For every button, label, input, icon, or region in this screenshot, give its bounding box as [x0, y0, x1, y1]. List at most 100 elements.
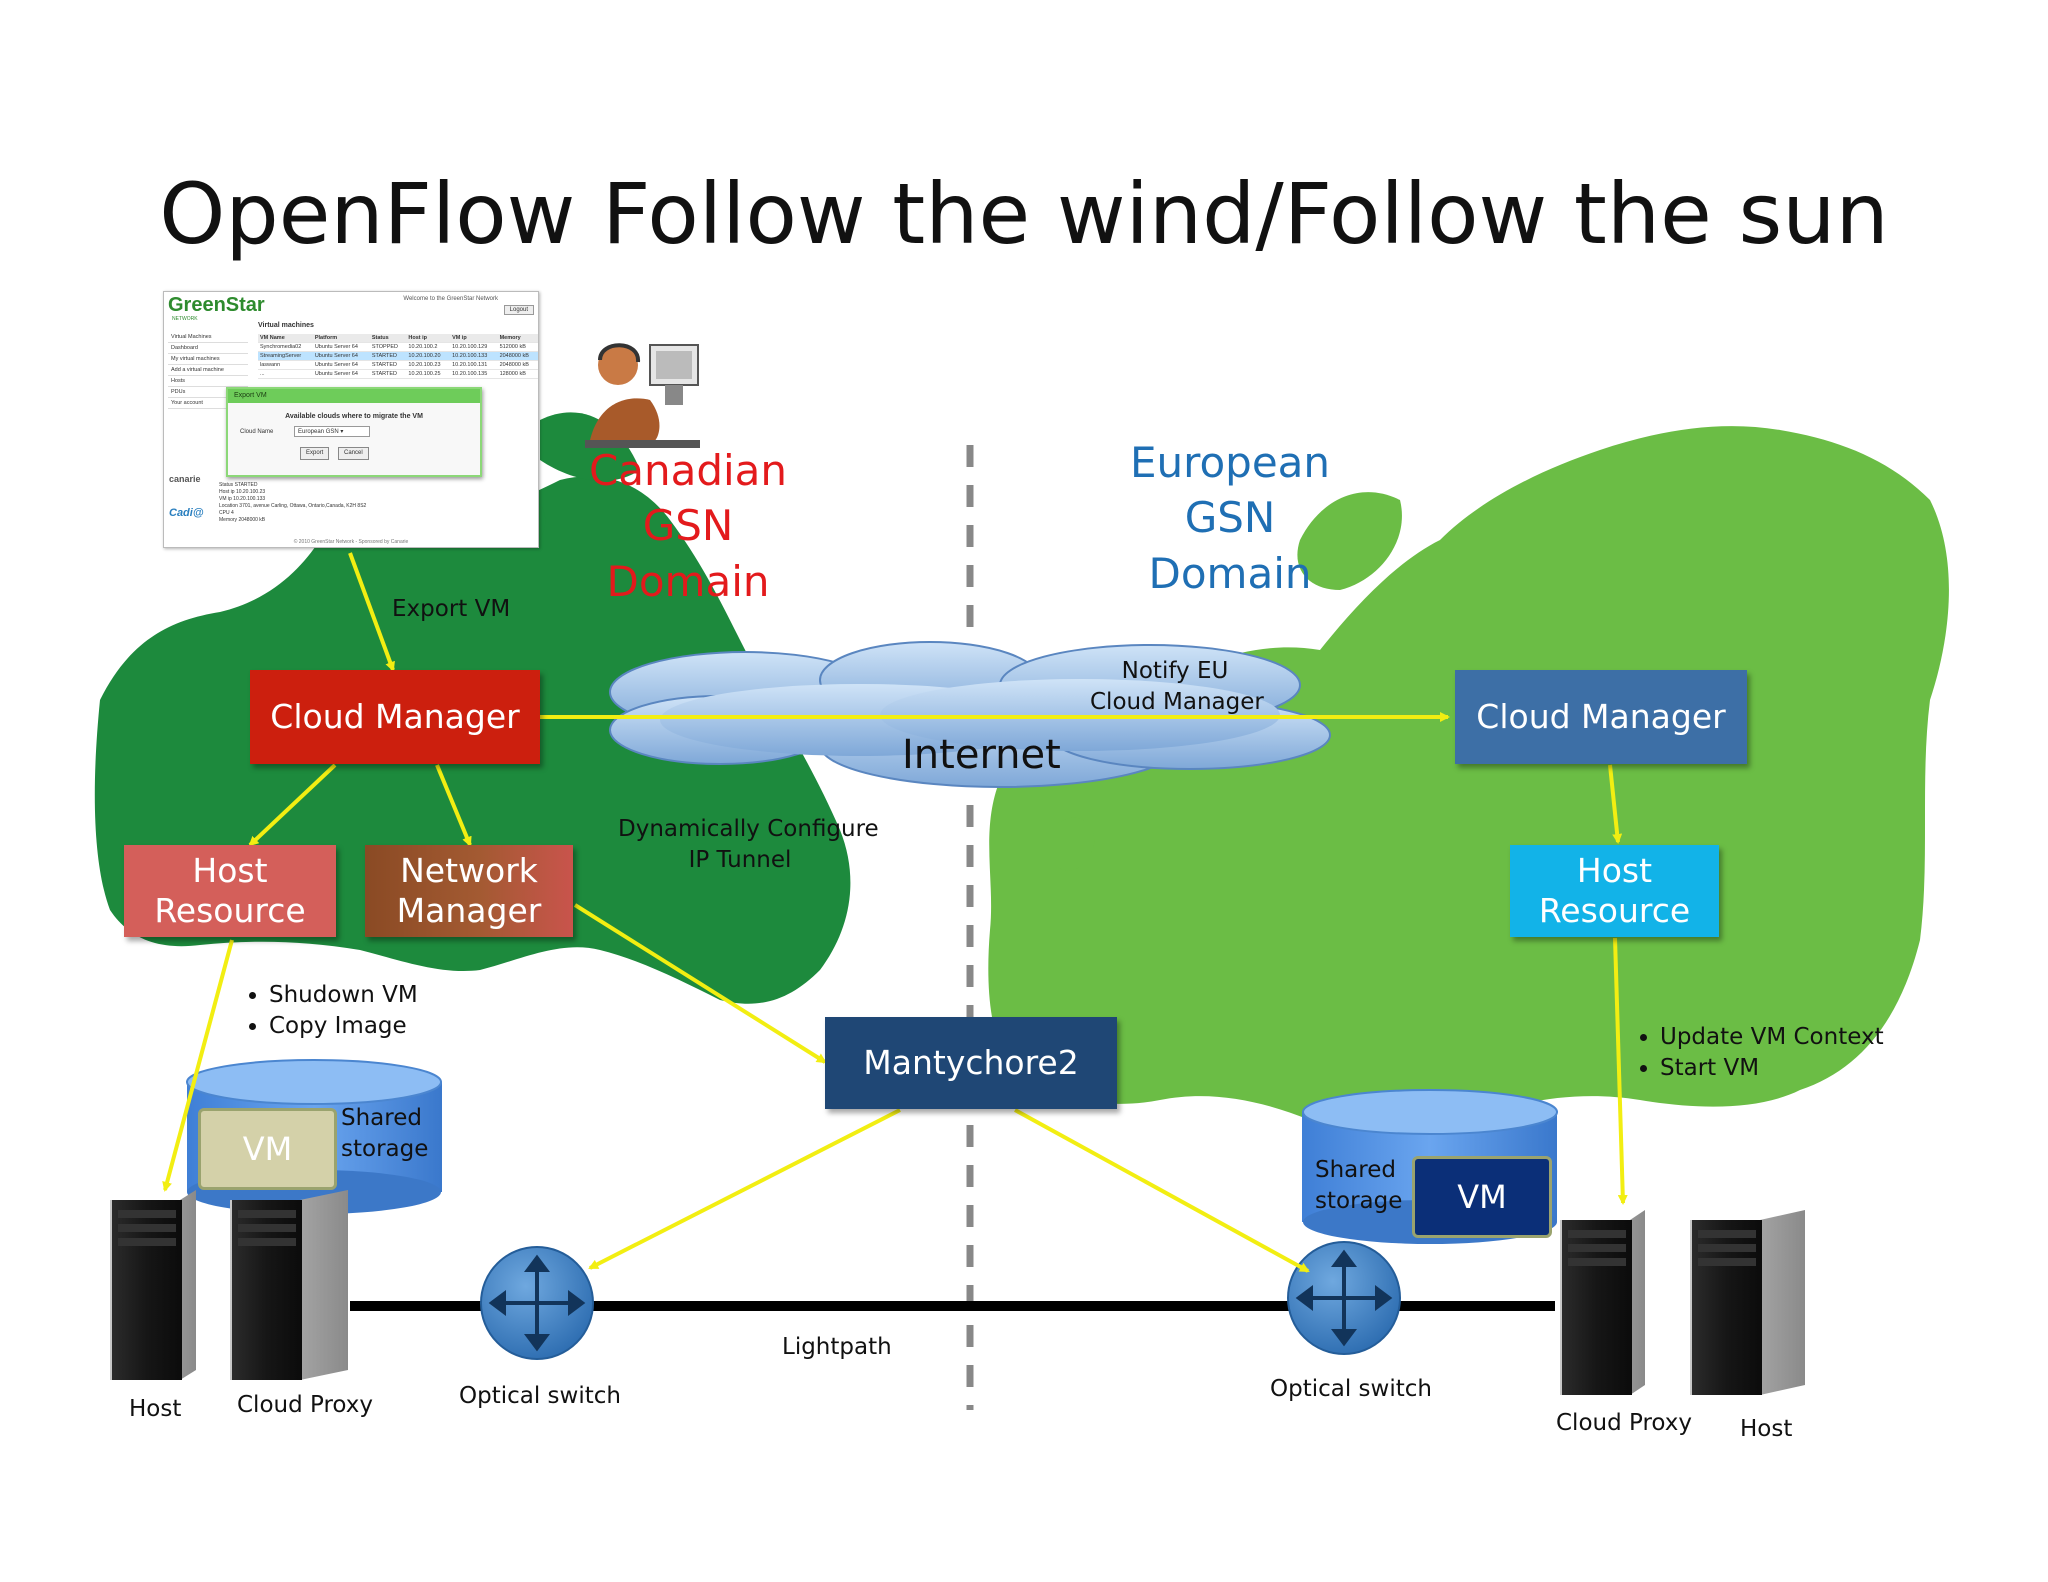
canadian-domain-line1: Canadian GSN — [588, 446, 788, 551]
greenstar-logo: GreenStar — [168, 294, 265, 316]
cloud-manager-ca-label: Cloud Manager — [270, 697, 520, 737]
side-item[interactable]: Hosts — [168, 376, 248, 387]
table-cell: Ubuntu Server 64 — [312, 342, 370, 352]
table-header: Memory — [497, 334, 538, 343]
side-menu: Virtual Machines Dashboard My virtual ma… — [168, 332, 248, 409]
host-resource-eu-line2: Resource — [1538, 891, 1691, 930]
table-cell: 10.20.100.25 — [406, 369, 451, 379]
shared-storage-eu-label: Shared storage — [1315, 1155, 1402, 1217]
vm-details: Status STARTED Host ip 10.20.100.23 VM i… — [219, 482, 469, 524]
side-item[interactable]: Your account — [168, 398, 248, 409]
host-resource-eu-line1: Host — [1576, 851, 1653, 891]
optical-switch-eu-shape — [1287, 1241, 1401, 1355]
table-cell: 10.20.100.23 — [406, 360, 451, 370]
side-item[interactable]: Dashboard — [168, 343, 248, 354]
europe-map — [988, 426, 1949, 1135]
mantychore2: Mantychore2 — [825, 1017, 1117, 1109]
cloud-manager-ca: Cloud Manager — [250, 670, 540, 764]
notify-eu-line1: Notify EU — [1121, 658, 1229, 684]
dynamic-config-label: Dynamically Configure IP Tunnel — [618, 814, 879, 876]
screenshot-footer: © 2010 GreenStar Network - Sponsored by … — [293, 539, 409, 545]
dialog-question: Available clouds where to migrate the VM — [285, 413, 423, 420]
canarie-logo: canarie — [169, 474, 201, 484]
canadian-domain-label: Canadian GSN Domain — [548, 443, 828, 609]
server-host-ca-shape — [110, 1190, 196, 1380]
eu-step: Update VM Context — [1660, 1022, 1884, 1053]
host-resource-ca: Host Resource — [124, 845, 336, 937]
ca-step: Copy Image — [269, 1011, 418, 1042]
eu-steps-list: Update VM Context Start VM — [1638, 1022, 1884, 1084]
logout-button[interactable]: Logout — [503, 305, 534, 315]
arrows — [162, 552, 1628, 1273]
network-manager-line1: Network — [400, 851, 538, 891]
european-domain-label: European GSN Domain — [1090, 435, 1370, 601]
table-cell: 128000 kB — [497, 369, 538, 379]
host-resource-ca-line1: Host — [192, 851, 268, 891]
host-resource-ca-line2: Resource — [154, 891, 306, 930]
export-vm-dialog: Export VM Available clouds where to migr… — [226, 387, 482, 477]
shared-storage-ca-label: Shared storage — [341, 1103, 428, 1165]
side-item[interactable]: Add a virtual machine — [168, 365, 248, 376]
cloud-name-value: European GSN — [298, 429, 339, 435]
table-cell: STOPPED — [369, 342, 407, 352]
detail-line: VM ip 10.20.100.133 — [219, 496, 266, 502]
shared-storage-ca-line2: storage — [341, 1136, 429, 1163]
host-resource-eu: Host Resource — [1510, 845, 1719, 937]
table-header: Host ip — [406, 334, 451, 343]
host-ca-label: Host — [129, 1396, 182, 1422]
table-cell: StreamingServer — [258, 351, 313, 361]
dynamic-config-line2: IP Tunnel — [688, 847, 792, 874]
canadian-domain-line2: Domain — [606, 556, 770, 606]
table-header: VM Name — [258, 334, 313, 343]
welcome-text: Welcome to the GreenStar Network — [403, 296, 498, 302]
server-proxy-ca-shape — [230, 1190, 348, 1380]
table-cell: laswann — [258, 360, 313, 370]
table-cell: 10.20.100.131 — [450, 360, 498, 370]
table-cell: Synchromedia02 — [258, 342, 313, 352]
side-item[interactable]: PDUs — [168, 387, 248, 398]
ca-step: Shudown VM — [269, 980, 418, 1011]
export-button[interactable]: Export — [300, 447, 330, 460]
table-cell: STARTED — [369, 351, 407, 361]
chevron-down-icon: ▾ — [340, 429, 344, 435]
cloud-name-label: Cloud Name — [240, 429, 274, 435]
dynamic-config-line1: Dynamically Configure — [618, 816, 879, 842]
table-header: Platform — [312, 334, 370, 343]
table-cell: 10.20.100.2 — [406, 342, 451, 352]
side-item[interactable]: My virtual machines — [168, 354, 248, 365]
table-cell: 10.20.100.20 — [406, 351, 451, 361]
detail-line: Memory 2048000 kB — [219, 517, 266, 523]
vm-ca-label: VM — [242, 1129, 293, 1168]
side-item[interactable]: Virtual Machines — [168, 332, 248, 343]
table-cell: 2048000 kB — [497, 351, 538, 361]
table-cell: ... — [258, 369, 313, 379]
table-cell: 10.20.100.135 — [450, 369, 498, 379]
detail-line: CPU 4 — [219, 510, 234, 516]
vm-eu-label: VM — [1457, 1177, 1507, 1216]
shared-storage-ca-line1: Shared — [341, 1105, 422, 1131]
network-manager-line2: Manager — [396, 891, 542, 930]
cancel-button[interactable]: Cancel — [338, 447, 369, 460]
server-proxy-eu-shape — [1560, 1210, 1645, 1395]
export-vm-label: Export VM — [392, 596, 511, 622]
shared-storage-eu-line1: Shared — [1315, 1157, 1396, 1183]
table-cell: 10.20.100.129 — [450, 342, 498, 352]
cloud-proxy-eu-label: Cloud Proxy — [1556, 1410, 1693, 1436]
internet-label: Internet — [902, 732, 1061, 778]
cloud-proxy-ca-label: Cloud Proxy — [237, 1392, 374, 1418]
table-cell: 10.20.100.133 — [450, 351, 498, 361]
vm-table: VM Name Platform Status Host ip VM ip Me… — [258, 334, 538, 379]
table-cell: Ubuntu Server 64 — [312, 351, 370, 361]
detail-line: Status STARTED — [219, 482, 258, 488]
table-header-row: VM Name Platform Status Host ip VM ip Me… — [258, 334, 538, 343]
lightpath-label: Lightpath — [782, 1334, 892, 1360]
cloud-name-select[interactable]: European GSN ▾ — [294, 426, 370, 437]
section-title: Virtual machines — [258, 322, 314, 329]
table-cell: Ubuntu Server 64 — [312, 360, 370, 370]
cloud-manager-eu: Cloud Manager — [1455, 670, 1747, 764]
table-cell: 2048000 kB — [497, 360, 538, 370]
